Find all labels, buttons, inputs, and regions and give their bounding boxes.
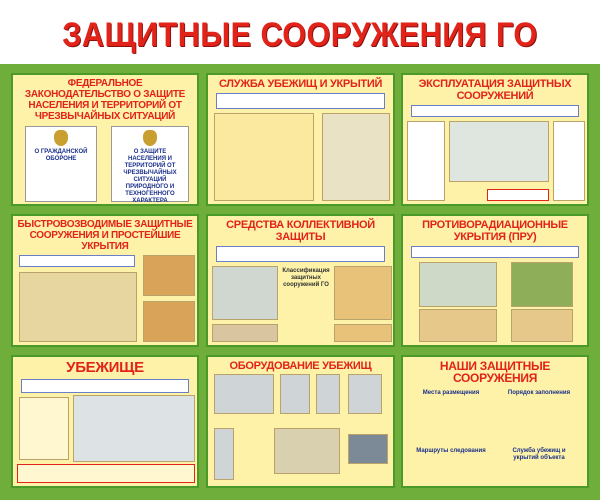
- panel-quick-shelters: БЫСТРОВОЗВОДИМЫЕ ЗАЩИТНЫЕ СООРУЖЕНИЯ И П…: [11, 214, 199, 347]
- field-locations: Места размещения: [422, 390, 480, 396]
- field-shelter-service: Служба убежищ и укрытий объекта: [512, 448, 566, 461]
- specifications-table: [17, 464, 195, 483]
- bunker-illustration: [334, 266, 392, 320]
- document-population-protection: О ЗАЩИТЕ НАСЕЛЕНИЯ И ТЕРРИТОРИЙ ОТ ЧРЕЗВ…: [111, 126, 189, 204]
- panel-title: ЭКСПЛУАТАЦИЯ ЗАЩИТНЫХ СООРУЖЕНИЙ: [418, 78, 572, 102]
- panel-title: ФЕДЕРАЛЬНОЕ ЗАКОНОДАТЕЛЬСТВО О ЗАЩИТЕ НА…: [24, 78, 186, 122]
- cellar-illustration: [419, 308, 497, 342]
- panel-body: [13, 252, 197, 345]
- info-note: [216, 246, 385, 262]
- panel-title: НАШИ ЗАЩИТНЫЕ СООРУЖЕНИЯ: [439, 359, 551, 385]
- panel-body: О ГРАЖДАНСКОЙ ОБОРОНЕ О ЗАЩИТЕ НАСЕЛЕНИЯ…: [13, 122, 197, 204]
- panel-body: [13, 393, 197, 486]
- staff-illustration: [322, 113, 390, 201]
- classification-heading: Классификация защитных сооружений ГО: [282, 268, 330, 288]
- panel-shelter: УБЕЖИЩЕ: [11, 355, 199, 488]
- info-note: [411, 105, 579, 117]
- basement-illustration: [212, 324, 278, 342]
- document-civil-defense: О ГРАЖДАНСКОЙ ОБОРОНЕ: [25, 126, 97, 202]
- coat-of-arms-icon: [54, 130, 68, 146]
- panel-title: СЛУЖБА УБЕЖИЩ И УКРЫТИЙ: [218, 78, 383, 90]
- org-chart-diagram: [214, 113, 314, 201]
- field-fill-order: Порядок заполнения: [507, 390, 571, 396]
- panel-legislation: ФЕДЕРАЛЬНОЕ ЗАКОНОДАТЕЛЬСТВО О ЗАЩИТЕ НА…: [11, 73, 199, 206]
- panel-body: [403, 258, 587, 345]
- info-note: [19, 255, 135, 267]
- house-shelter-illustration: [511, 262, 573, 308]
- panel-body: [208, 372, 393, 486]
- panel-body: Места размещения Порядок заполнения Марш…: [403, 384, 587, 486]
- fan-illustration: [280, 374, 310, 414]
- shelter-cutaway-illustration: [212, 266, 278, 320]
- coat-of-arms-icon: [143, 130, 157, 146]
- vent-cap-illustration: [348, 434, 388, 464]
- panel-our-shelters: НАШИ ЗАЩИТНЫЕ СООРУЖЕНИЯ Места размещени…: [401, 355, 589, 488]
- panel-operation: ЭКСПЛУАТАЦИЯ ЗАЩИТНЫХ СООРУЖЕНИЙ: [401, 73, 589, 206]
- ventilation-illustration: [214, 374, 274, 414]
- info-note: [216, 93, 385, 109]
- dugout-illustration: [334, 324, 392, 342]
- field-routes: Маршруты следования: [416, 448, 486, 454]
- shelter-building-illustration: [73, 395, 195, 462]
- panel-body: [208, 109, 393, 204]
- text-column: [407, 121, 445, 201]
- digging-illustration: [143, 255, 195, 296]
- poster-title: ЗАЩИТНЫЕ СООРУЖЕНИЯ ГО: [62, 16, 538, 54]
- panel-shelter-equipment: ОБОРУДОВАНИЕ УБЕЖИЩ: [206, 355, 395, 488]
- info-note: [21, 379, 189, 393]
- pit-illustration: [511, 308, 573, 342]
- filter-illustration: [316, 374, 340, 414]
- text-column: [553, 121, 585, 201]
- text-column: [19, 397, 69, 460]
- panel-anti-radiation: ПРОТИВОРАДИАЦИОННЫЕ УКРЫТИЯ (ПРУ): [401, 214, 589, 347]
- panel-title: УБЕЖИЩЕ: [66, 359, 144, 376]
- warning-note: [487, 189, 549, 201]
- panel-collective-protection: СРЕДСТВА КОЛЛЕКТИВНОЙ ЗАЩИТЫ Классификац…: [206, 214, 395, 347]
- panel-title: ПРОТИВОРАДИАЦИОННЫЕ УКРЫТИЯ (ПРУ): [422, 219, 568, 243]
- tank-illustration: [348, 374, 382, 414]
- building-illustration: [449, 121, 549, 182]
- info-note: [411, 246, 579, 258]
- panel-title: СРЕДСТВА КОЛЛЕКТИВНОЙ ЗАЩИТЫ: [226, 219, 375, 243]
- excavator-illustration: [143, 301, 195, 342]
- panel-body: Классификация защитных сооружений ГО: [208, 262, 393, 345]
- panel-title: ОБОРУДОВАНИЕ УБЕЖИЩ: [229, 360, 372, 372]
- trench-illustration: [19, 272, 137, 342]
- control-panel-illustration: [274, 428, 340, 474]
- panel-body: [403, 117, 587, 204]
- panel-shelter-service: СЛУЖБА УБЕЖИЩ И УКРЫТИЙ: [206, 73, 395, 206]
- basement-shelter-illustration: [419, 262, 497, 308]
- pipe-illustration: [214, 428, 234, 480]
- panel-title: БЫСТРОВОЗВОДИМЫЕ ЗАЩИТНЫЕ СООРУЖЕНИЯ И П…: [17, 219, 193, 252]
